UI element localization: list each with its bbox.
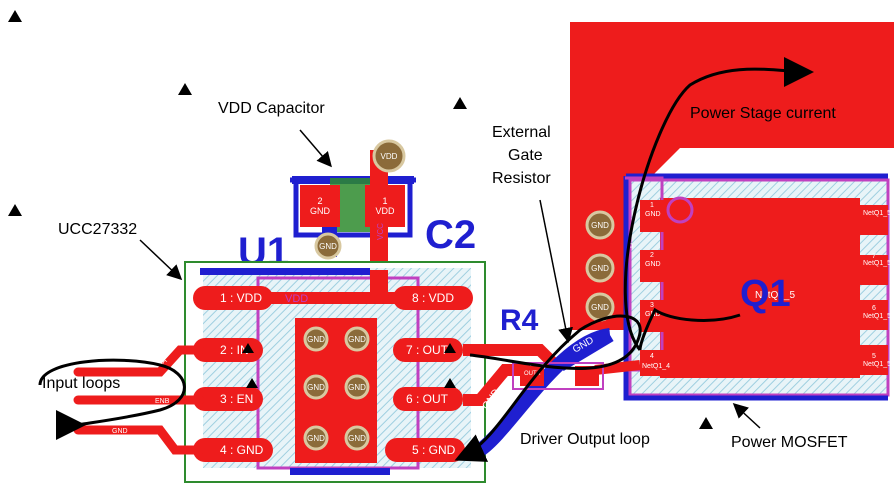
- u1-pin-label: 3 : EN: [220, 392, 253, 406]
- power-stage-current-arrow: [623, 56, 814, 351]
- ina-net: INA: [155, 357, 169, 369]
- u1-pin-label: 5 : GND: [412, 443, 456, 457]
- vdd-silk: VDD: [285, 293, 308, 305]
- q1-pad-6: [860, 300, 888, 330]
- power-stage-copper: [570, 22, 894, 330]
- r4-footprint: [512, 362, 604, 390]
- r4-designator: R4: [500, 304, 539, 337]
- c2-pad-1-net: VDD: [375, 206, 395, 216]
- via-label: GND: [348, 335, 366, 344]
- q1-pad-5: [860, 345, 888, 375]
- q1-pad-num: 3: [650, 302, 654, 309]
- q1-pad-2: [640, 250, 666, 282]
- annotation-external-gate-line2: Gate: [508, 147, 543, 164]
- vdd-via: [372, 139, 406, 173]
- q1-pad-net: GND: [645, 261, 661, 268]
- u1-pad-4: [193, 438, 273, 462]
- annotation-external-gate-line1: External: [492, 124, 551, 141]
- via-label: GND: [348, 434, 366, 443]
- q1-gnd-vias: [585, 210, 615, 322]
- q1-pad-num: 1: [650, 202, 654, 209]
- annotation-power-stage-current: Power Stage current: [690, 105, 836, 122]
- u1-pin-label: 1 : VDD: [220, 291, 262, 305]
- u1-pad-1: [193, 286, 273, 310]
- annotation-leaders: [139, 129, 761, 429]
- c2-pad-1: [365, 185, 405, 227]
- via-label: GND: [307, 434, 325, 443]
- c2-designator: C2: [425, 213, 476, 257]
- u1-pad-8: [393, 286, 473, 310]
- q1-pad-8: [860, 205, 888, 235]
- q1-pad-num: 6: [872, 305, 876, 312]
- pin-markers: [242, 343, 456, 388]
- annotation-power-mosfet: Power MOSFET: [731, 434, 848, 451]
- driver-output-loop-arrow: [454, 314, 642, 462]
- annotation-input-loops: Input loops: [42, 375, 120, 392]
- q1-pad-net: NetQ1_5: [863, 313, 891, 320]
- q1-silk-d: D: [628, 243, 635, 248]
- q1-pad-7: [860, 255, 888, 285]
- via-label: GND: [591, 264, 609, 273]
- annotation-vdd-capacitor: VDD Capacitor: [218, 100, 325, 117]
- via-label: GND: [348, 383, 366, 392]
- gnd-net-input: GND: [112, 428, 128, 435]
- q1-pad-4: [640, 350, 666, 376]
- power-stage-current-arrow-tail: [638, 307, 741, 351]
- marker-triangles: [8, 10, 713, 429]
- q1-pad-num: 7: [872, 253, 876, 260]
- q1-pad-net: NetQ1_5: [863, 260, 891, 267]
- q1-pad-num: 4: [650, 353, 654, 360]
- c2-pad-2-num: 2: [317, 196, 322, 206]
- via-label: GND: [307, 383, 325, 392]
- u1-pad-7: [393, 338, 463, 362]
- q1-pad-net: NetQ1_5: [863, 210, 891, 217]
- u1-pin-label: 8 : VDD: [412, 291, 454, 305]
- u1-pin-label: 2 : IN: [220, 343, 249, 357]
- c2-pad-2-net: GND: [310, 206, 331, 216]
- annotation-external-gate-line3: Resistor: [492, 170, 551, 187]
- u1-pad-6: [393, 387, 463, 411]
- gnd-via-c2: [314, 232, 342, 260]
- via-label: GND: [307, 335, 325, 344]
- annotation-ucc27332: UCC27332: [58, 221, 137, 238]
- u1-thermal-vias: [303, 326, 370, 451]
- u1-pad-2: [193, 338, 263, 362]
- input-traces: [73, 345, 205, 455]
- q1-center-net: NetQ1_5: [755, 290, 795, 301]
- vcc-silk: VCC: [376, 223, 385, 240]
- u1-pads: [193, 286, 473, 462]
- u1-pad-5: [385, 438, 465, 462]
- c2-pad-1-num: 1: [382, 196, 387, 206]
- q1-pad-num: 2: [650, 252, 654, 259]
- u1-pad-labels: 1 : VDD 2 : IN 3 : EN 4 : GND 8 : VDD 7 …: [220, 291, 456, 457]
- u1-pin-label: 6 : OUT: [406, 392, 449, 406]
- outa-net: OUTA: [524, 371, 540, 377]
- via-label: GND: [319, 242, 337, 251]
- q1-designator: Q1: [740, 273, 791, 315]
- c2-pad-2: [300, 185, 340, 227]
- via-label: GND: [591, 221, 609, 230]
- u1-pin-label: 7 : OUT: [406, 343, 449, 357]
- q1-pad-1: [640, 200, 666, 232]
- via-label: GND: [591, 303, 609, 312]
- via-label: VDD: [381, 152, 398, 161]
- q1-pad-num: 5: [872, 353, 876, 360]
- input-loop-arrow: [38, 358, 186, 440]
- annotation-driver-output-loop: Driver Output loop: [520, 431, 650, 448]
- u1-pad-3: [193, 387, 263, 411]
- enb-net: ENB: [155, 398, 170, 405]
- q1-pad-net: NetQ1_5: [863, 361, 891, 368]
- q1-pad-net: NetQ1_4: [642, 363, 670, 370]
- q1-pad-net: GND: [645, 211, 661, 218]
- u1-pin-label: 4 : GND: [220, 443, 264, 457]
- r4-pad-2: [575, 366, 599, 386]
- q1-footprint: [623, 173, 890, 401]
